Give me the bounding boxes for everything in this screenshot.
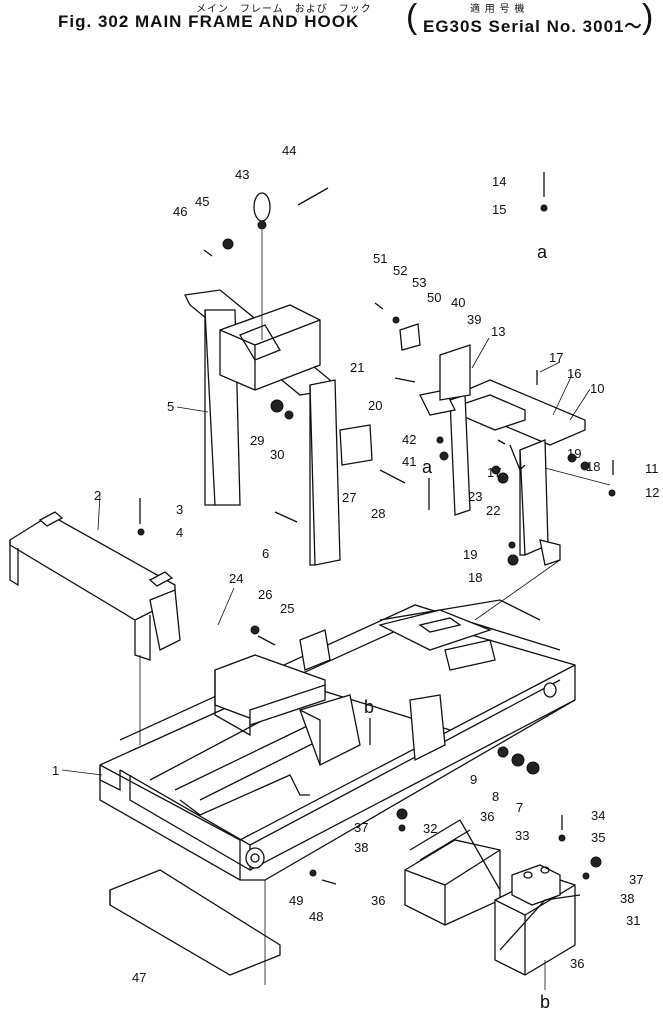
- part-label-45: 45: [195, 194, 209, 209]
- main-frame-drawing: [99, 599, 576, 881]
- part-label-20: 20: [368, 398, 382, 413]
- part-label-30: 30: [270, 447, 284, 462]
- part-label-10: 10: [590, 381, 604, 396]
- part-label-31: 31: [626, 913, 640, 928]
- part-label-16: 16: [567, 366, 581, 381]
- part-label-22: 22: [486, 503, 500, 518]
- part-label-48: 48: [309, 909, 323, 924]
- part-label-38a: 38: [354, 840, 368, 855]
- part-label-35: 35: [591, 830, 605, 845]
- part-label-47: 47: [132, 970, 146, 985]
- part-label-53: 53: [412, 275, 426, 290]
- figure-title: Fig. 302 MAIN FRAME AND HOOK: [58, 12, 360, 31]
- part-label-19b: 19: [463, 547, 477, 562]
- japanese-title: メイン フレーム および フック: [196, 4, 372, 15]
- part-label-44: 44: [282, 143, 296, 158]
- part-label-36c: 36: [570, 956, 584, 971]
- part-label-37a: 37: [354, 820, 368, 835]
- part-label-11: 11: [645, 461, 659, 476]
- hook-frame-drawing: [184, 230, 341, 566]
- part-label-41: 41: [402, 454, 416, 469]
- part-label-8: 8: [492, 789, 499, 804]
- battery-tray-drawing: [404, 819, 581, 990]
- part-label-6: 6: [262, 546, 269, 561]
- part-label-34: 34: [591, 808, 605, 823]
- part-label-51: 51: [373, 251, 387, 266]
- part-label-19a: 19: [567, 446, 581, 461]
- part-label-17b: 17: [487, 465, 501, 480]
- serial-range: EG30S Serial No. 3001～: [423, 17, 643, 36]
- part-label-21: 21: [350, 360, 364, 375]
- part-label-40: 40: [451, 295, 465, 310]
- part-label-29: 29: [250, 433, 264, 448]
- part-label-39: 39: [467, 312, 481, 327]
- part-label-32: 32: [423, 821, 437, 836]
- part-label-18a: 18: [586, 459, 600, 474]
- part-label-36b: 36: [371, 893, 385, 908]
- part-label-14: 14: [492, 174, 506, 189]
- part-label-9: 9: [470, 772, 477, 787]
- reference-letter-b-mid: b: [364, 697, 374, 717]
- part-label-27: 27: [342, 490, 356, 505]
- part-label-15: 15: [492, 202, 506, 217]
- part-label-3: 3: [176, 502, 183, 517]
- cover-plate-drawing: [109, 869, 281, 985]
- part-label-28: 28: [371, 506, 385, 521]
- left-paren: (: [406, 0, 418, 36]
- right-paren: ): [642, 0, 654, 36]
- part-label-33: 33: [515, 828, 529, 843]
- part-label-17a: 17: [549, 350, 563, 365]
- part-label-52: 52: [393, 263, 407, 278]
- reference-letter-b-bottom: b: [540, 992, 550, 1012]
- reference-letter-a-top: a: [537, 242, 548, 262]
- part-label-23: 23: [468, 489, 482, 504]
- part-label-5: 5: [167, 399, 174, 414]
- part-label-24: 24: [229, 571, 243, 586]
- part-label-26: 26: [258, 587, 272, 602]
- part-label-7: 7: [516, 800, 523, 815]
- part-label-38b: 38: [620, 891, 634, 906]
- part-label-4: 4: [176, 525, 183, 540]
- reference-letter-a-mid: a: [422, 457, 433, 477]
- part-label-37b: 37: [629, 872, 643, 887]
- part-label-18b: 18: [468, 570, 482, 585]
- part-label-1: 1: [52, 763, 59, 778]
- part-label-12: 12: [645, 485, 659, 500]
- part-label-43: 43: [235, 167, 249, 182]
- part-label-13: 13: [491, 324, 505, 339]
- part-label-50: 50: [427, 290, 441, 305]
- leader-lines: [61, 337, 591, 776]
- part-label-25: 25: [280, 601, 294, 616]
- hardware-drawing: [137, 172, 616, 885]
- right-bracket-drawing: [339, 323, 611, 621]
- part-label-49: 49: [289, 893, 303, 908]
- part-label-42: 42: [402, 432, 416, 447]
- left-bracket-drawing: [9, 511, 181, 690]
- reference-letters: a a b b: [364, 242, 550, 1012]
- part-label-2: 2: [94, 488, 101, 503]
- japanese-applicable-label: 適 用 号 機: [470, 4, 526, 15]
- figure-header: メイン フレーム および フック Fig. 302 MAIN FRAME AND…: [0, 0, 663, 44]
- part-label-36a: 36: [480, 809, 494, 824]
- part-number-labels: 1 2 3 4 5 6 7 8 9 10 11 12 13 14 15 16 1…: [52, 143, 659, 985]
- part-label-46: 46: [173, 204, 187, 219]
